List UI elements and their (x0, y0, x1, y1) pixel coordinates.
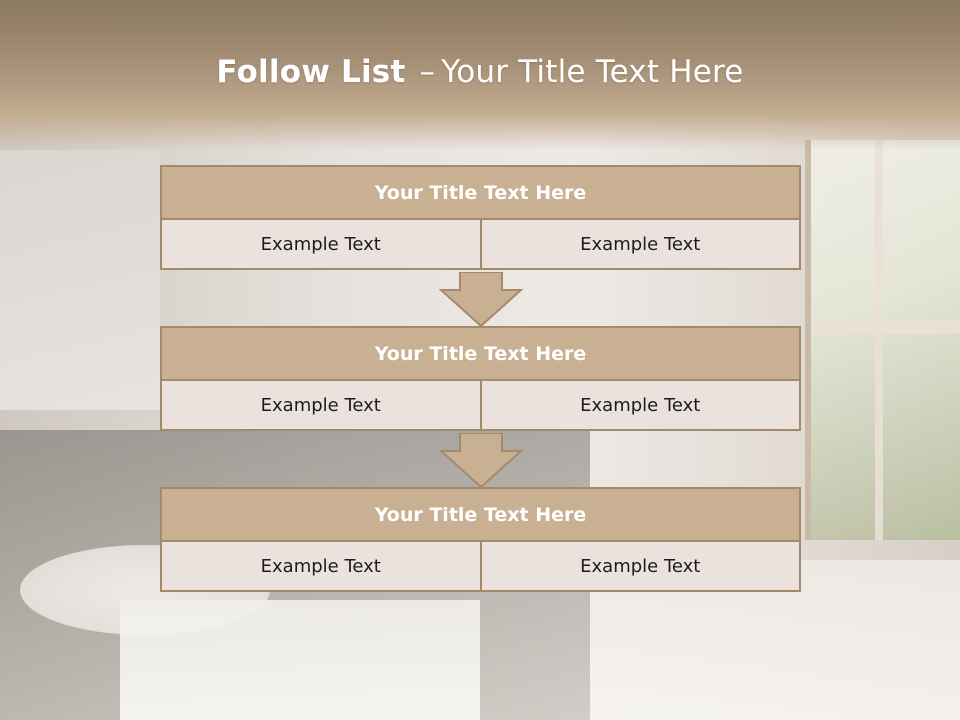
slide-title: Follow List–Your Title Text Here (0, 54, 960, 90)
block-cell-right: Example Text (481, 542, 801, 592)
background-cabinet (120, 600, 480, 720)
block-cell-left: Example Text (160, 542, 482, 592)
block-row: Example Text Example Text (160, 220, 801, 270)
block-row: Example Text Example Text (160, 542, 801, 592)
block-title: Your Title Text Here (160, 165, 801, 220)
title-dash: – (419, 54, 436, 90)
header-band (0, 0, 960, 150)
block-title: Your Title Text Here (160, 487, 801, 542)
block-cell-right: Example Text (481, 220, 801, 270)
flow-block-3: Your Title Text Here Example Text Exampl… (160, 487, 801, 592)
down-arrow-icon (439, 433, 523, 488)
block-cell-left: Example Text (160, 220, 482, 270)
background-window-frame (811, 320, 960, 334)
background-window-frame (875, 140, 883, 540)
flow-block-1: Your Title Text Here Example Text Exampl… (160, 165, 801, 270)
block-row: Example Text Example Text (160, 381, 801, 431)
block-cell-left: Example Text (160, 381, 482, 431)
title-rest: Your Title Text Here (441, 54, 744, 90)
block-title: Your Title Text Here (160, 326, 801, 381)
title-bold: Follow List (216, 54, 406, 90)
background-wall (0, 150, 160, 410)
flow-block-2: Your Title Text Here Example Text Exampl… (160, 326, 801, 431)
block-cell-right: Example Text (481, 381, 801, 431)
down-arrow-icon (439, 272, 523, 327)
